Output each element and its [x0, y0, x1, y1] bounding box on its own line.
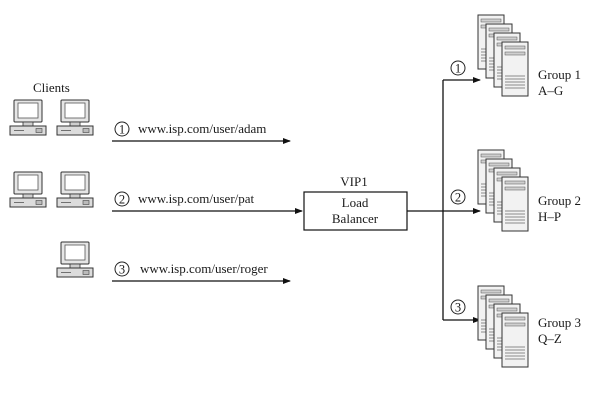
group-marker-number: 1	[455, 62, 461, 76]
request-url: www.isp.com/user/pat	[138, 191, 255, 206]
step-marker-number: 1	[119, 123, 125, 137]
group-marker	[450, 60, 466, 76]
request-url: www.isp.com/user/adam	[138, 121, 266, 136]
group-3-name: Group 3	[538, 315, 581, 330]
step-marker-number: 2	[119, 193, 125, 207]
group-marker	[450, 299, 466, 315]
step-marker	[114, 121, 130, 137]
request-3: 3 www.isp.com/user/roger	[112, 261, 291, 284]
server-group-2-icon	[478, 150, 528, 231]
client-computer-icon	[9, 171, 47, 208]
server-group-3-icon	[478, 286, 528, 367]
group-marker-number: 2	[455, 191, 461, 205]
client-computer-icon	[56, 241, 94, 278]
group-marker	[450, 189, 466, 205]
load-balancer-box	[303, 191, 408, 231]
vip-label: VIP1	[340, 174, 367, 189]
server-group-1-icon	[478, 15, 528, 96]
group-2-name: Group 2	[538, 193, 581, 208]
load-balancer-label-line1: Load	[342, 195, 369, 210]
clients-label: Clients	[33, 80, 70, 95]
client-computer-icon	[56, 99, 94, 136]
request-2: 2 www.isp.com/user/pat	[112, 191, 303, 214]
step-marker	[114, 191, 130, 207]
group-1-name: Group 1	[538, 67, 581, 82]
group-marker-number: 3	[455, 301, 461, 315]
request-1: 1 www.isp.com/user/adam	[112, 121, 291, 144]
client-computer-icon	[9, 99, 47, 136]
request-url: www.isp.com/user/roger	[140, 261, 268, 276]
distribution-connector	[407, 77, 481, 323]
step-marker	[114, 261, 130, 277]
group-2-range: H–P	[538, 209, 561, 224]
group-1-range: A–G	[538, 83, 563, 98]
load-balancer-label-line2: Balancer	[332, 211, 379, 226]
group-3-range: Q–Z	[538, 331, 562, 346]
client-computer-icon	[56, 171, 94, 208]
step-marker-number: 3	[119, 263, 125, 277]
